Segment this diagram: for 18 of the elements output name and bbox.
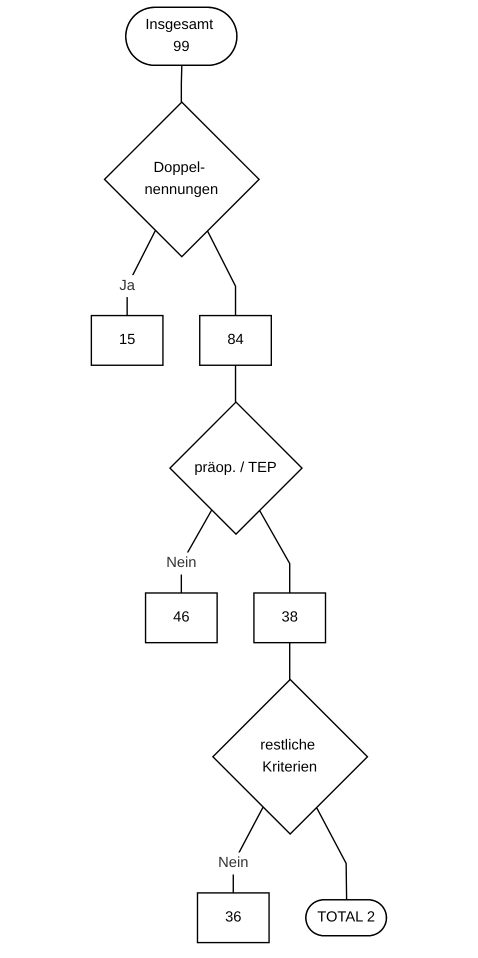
- node-box: 84: [199, 314, 272, 366]
- node-diamond: präop. / TEP: [169, 401, 304, 536]
- edge-label: Ja: [119, 278, 136, 294]
- connector: [206, 230, 236, 316]
- connector: [258, 510, 290, 593]
- node-box: 36: [196, 892, 270, 944]
- node-box: 38: [253, 592, 326, 644]
- edge-label: Nein: [218, 855, 249, 871]
- node-diamond: restliche Kriterien: [212, 678, 369, 835]
- edge-label: Nein: [166, 555, 197, 571]
- connector: [126, 230, 156, 316]
- connector: [316, 806, 348, 900]
- node-box: 15: [90, 314, 164, 366]
- connector: [289, 642, 290, 680]
- node-diamond: Doppel- nennungen: [104, 101, 260, 258]
- connector: [180, 66, 183, 102]
- connector: [234, 365, 236, 402]
- node-box: 46: [144, 592, 218, 644]
